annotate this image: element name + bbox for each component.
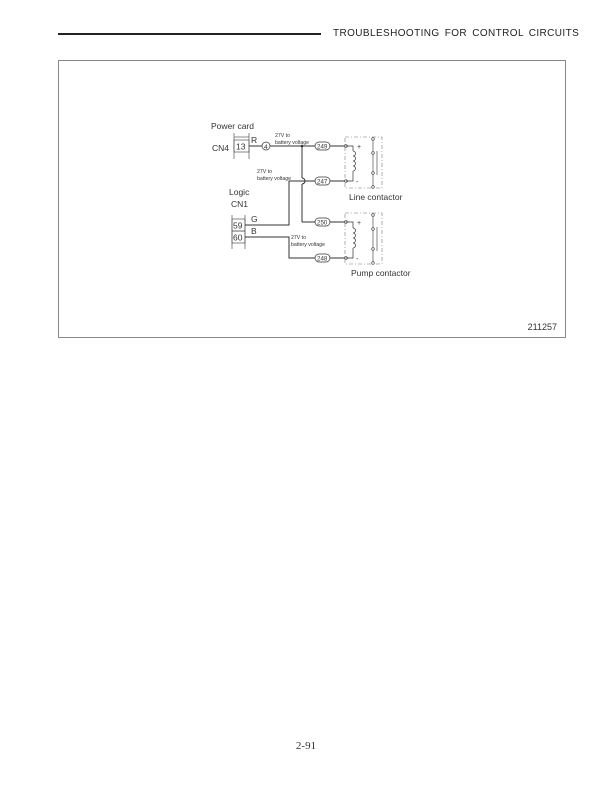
pump-contactor: + - Pump contactor [344,212,411,278]
wire-248: 248 [314,253,331,263]
figure-frame: Power card CN4 13 R 4 27V to battery vol… [58,60,566,338]
voltage-note-2-line2: battery voltage [257,176,291,182]
pin-60-label: 60 [233,233,243,243]
cn1-label: CN1 [231,199,248,209]
line-contactor-plus: + [357,144,361,151]
wire-4-label: 4 [264,144,268,151]
logic-label: Logic [229,187,250,197]
wire-color-r: R [251,135,257,145]
svg-text:250: 250 [317,220,328,227]
line-contactor-label: Line contactor [349,192,403,202]
cn4-label: CN4 [212,143,229,153]
pin-13-label: 13 [236,142,246,152]
pump-contactor-plus: + [357,220,361,227]
voltage-note-3-line2: battery voltage [291,242,325,248]
svg-text:248: 248 [317,256,328,263]
header-rule [58,33,321,35]
power-card-label: Power card [211,121,254,131]
voltage-note-2-line1: 27V to [257,169,272,175]
line-contactor-minus: - [356,179,359,186]
svg-text:247: 247 [317,179,328,186]
page-number: 2-91 [295,740,317,752]
wiring-diagram: Power card CN4 13 R 4 27V to battery vol… [211,121,411,278]
wire-color-g: G [251,214,258,224]
voltage-note-3-line1: 27V to [291,235,306,241]
line-contactor: + - Line contactor [344,136,403,202]
pump-contactor-minus: - [356,256,359,263]
page-header-title: TROUBLESHOOTING FOR CONTROL CIRCUITS [333,28,580,39]
wire-250: 250 [314,217,331,227]
pump-contactor-label: Pump contactor [351,268,411,278]
wire-247: 247 [314,176,331,186]
figure-id: 211257 [527,322,557,332]
wire-color-b: B [251,226,257,236]
pin-59-label: 59 [233,221,243,231]
voltage-note-1-line1: 27V to [275,133,290,139]
logic-connector: Logic CN1 59 60 G B [229,187,258,249]
voltage-note-1-line2: battery voltage [275,140,309,146]
svg-text:249: 249 [317,144,328,151]
power-card-connector: Power card CN4 13 R [211,121,257,159]
wire-249: 249 [314,141,331,151]
